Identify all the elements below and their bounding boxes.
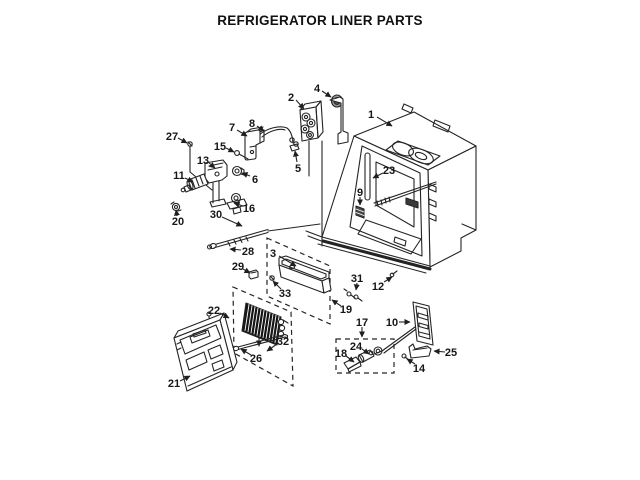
callout-label-9: 9 <box>357 187 363 199</box>
callout-label-22: 22 <box>208 305 220 317</box>
part-6-nut <box>231 165 245 177</box>
callout-6: 6 <box>241 172 258 186</box>
callout-15: 15 <box>214 141 235 153</box>
callout-8: 8 <box>249 118 265 132</box>
callout-label-24: 24 <box>350 341 363 353</box>
callout-11: 11 <box>173 170 194 183</box>
callout-label-10: 10 <box>386 317 398 329</box>
callout-label-31: 31 <box>351 273 363 285</box>
part-30-water-tube <box>206 223 321 250</box>
callout-label-3: 3 <box>270 248 276 260</box>
callout-3: 3 <box>270 248 297 267</box>
callout-label-1: 1 <box>368 109 374 121</box>
group-box-drain-parts <box>335 338 395 374</box>
callout-label-4: 4 <box>314 83 321 95</box>
callout-33: 33 <box>272 280 291 300</box>
part-20-grommet-fitting <box>170 201 182 212</box>
callout-32: 32 <box>266 336 289 352</box>
callout-21: 21 <box>168 375 191 390</box>
callout-7: 7 <box>229 122 248 137</box>
part-grommet-fitting <box>373 346 383 356</box>
part-29-clip <box>248 269 259 280</box>
page-title: REFRIGERATOR LINER PARTS <box>217 13 423 28</box>
callout-17: 17 <box>356 317 368 338</box>
callout-4: 4 <box>314 83 332 98</box>
callout-13: 13 <box>197 155 216 169</box>
part-5-tube-clip <box>289 137 300 152</box>
callout-29: 29 <box>232 261 251 274</box>
part-33-screw <box>269 275 275 281</box>
callout-label-15: 15 <box>214 141 226 153</box>
part-2-water-inlet-valve <box>299 100 324 247</box>
callout-label-30: 30 <box>210 209 222 221</box>
callout-14: 14 <box>406 358 426 375</box>
callout-10: 10 <box>386 317 411 329</box>
callout-26: 26 <box>240 348 262 365</box>
callout-label-25: 25 <box>445 347 457 359</box>
part-15-screw <box>234 150 249 160</box>
callout-label-16: 16 <box>243 203 255 215</box>
callout-2: 2 <box>288 92 305 110</box>
callout-label-2: 2 <box>288 92 294 104</box>
callout-31: 31 <box>351 273 363 291</box>
callout-label-28: 28 <box>242 246 254 258</box>
callout-label-17: 17 <box>356 317 368 329</box>
callout-25: 25 <box>433 347 457 359</box>
callout-16: 16 <box>233 201 255 215</box>
callout-label-29: 29 <box>232 261 244 273</box>
callout-label-26: 26 <box>250 353 262 365</box>
callout-30: 30 <box>210 209 243 227</box>
callout-label-6: 6 <box>252 174 258 186</box>
callout-label-27: 27 <box>166 131 178 143</box>
callout-label-5: 5 <box>295 163 301 175</box>
part-4-grommet <box>329 94 349 145</box>
callout-label-7: 7 <box>229 122 235 134</box>
part-32-evaporator-coil <box>241 302 289 346</box>
part-31-screws <box>343 288 363 302</box>
callout-label-8: 8 <box>249 118 255 130</box>
part-25-support-bracket <box>408 343 432 359</box>
part-7-valve-bracket <box>244 126 265 161</box>
callout-18: 18 <box>335 348 355 363</box>
callout-28: 28 <box>229 246 254 258</box>
callout-19: 19 <box>331 299 352 316</box>
part-11-tube-fitting <box>180 173 209 193</box>
callout-20: 20 <box>172 209 184 228</box>
part-10-mounting-plate <box>381 301 434 354</box>
group-box-drain-tray <box>266 237 332 325</box>
callout-22: 22 <box>208 305 230 319</box>
callout-24: 24 <box>350 341 370 355</box>
callout-1: 1 <box>368 109 393 127</box>
callout-9: 9 <box>357 187 363 206</box>
callout-label-20: 20 <box>172 216 184 228</box>
callout-5: 5 <box>293 150 301 175</box>
callout-label-13: 13 <box>197 155 209 167</box>
group-box-evaporator <box>232 286 294 388</box>
callout-label-32: 32 <box>277 336 289 348</box>
callout-label-12: 12 <box>372 281 384 293</box>
callout-label-18: 18 <box>335 348 347 360</box>
callout-label-19: 19 <box>340 304 352 316</box>
callout-27: 27 <box>166 131 188 144</box>
callout-23: 23 <box>372 165 395 179</box>
callout-label-11: 11 <box>173 170 185 182</box>
callout-label-21: 21 <box>168 378 180 390</box>
callout-12: 12 <box>372 276 393 293</box>
part-1-refrigerator-liner-cabinet <box>305 103 477 274</box>
part-12-screw <box>389 270 398 278</box>
callout-label-23: 23 <box>383 165 395 177</box>
callout-label-33: 33 <box>279 288 291 300</box>
callout-label-14: 14 <box>413 363 426 375</box>
